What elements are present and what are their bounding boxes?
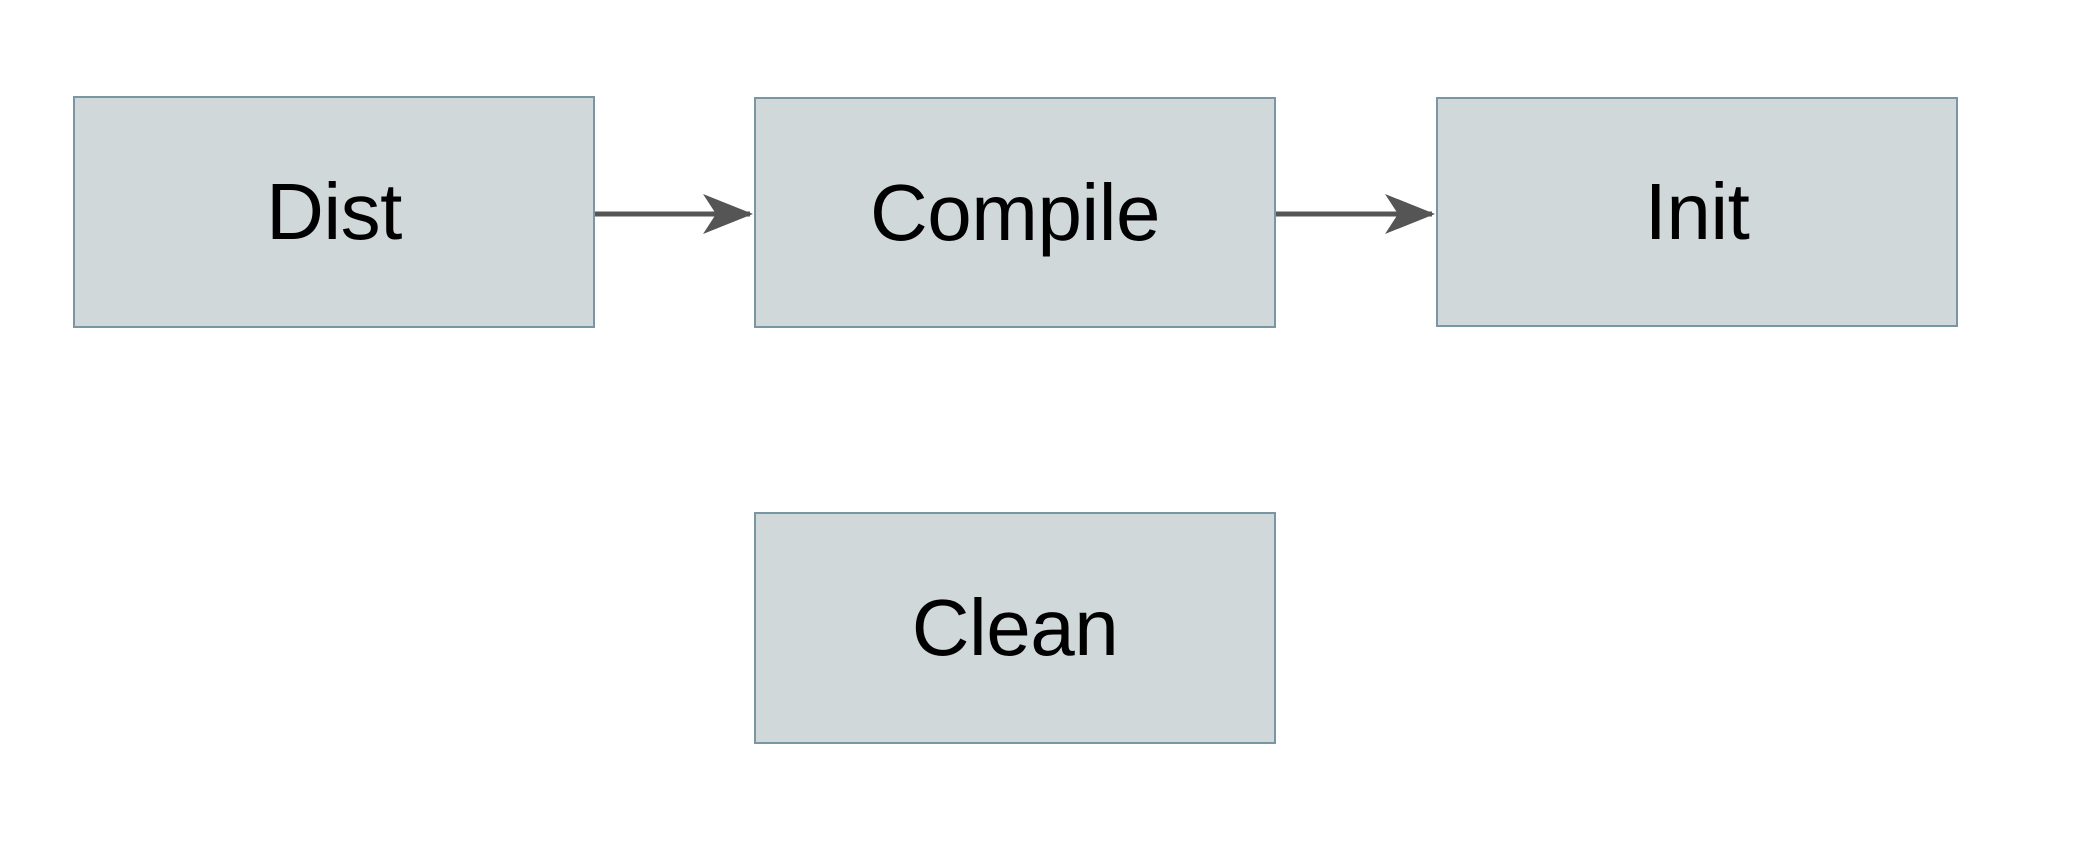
node-compile-label: Compile: [870, 167, 1160, 257]
node-compile[interactable]: Compile: [754, 97, 1276, 328]
node-clean-label: Clean: [911, 583, 1119, 672]
node-dist-label: Dist: [266, 167, 402, 256]
node-init[interactable]: Init: [1436, 97, 1958, 327]
node-clean[interactable]: Clean: [754, 512, 1276, 744]
node-init-label: Init: [1644, 167, 1750, 256]
node-dist[interactable]: Dist: [73, 96, 595, 328]
